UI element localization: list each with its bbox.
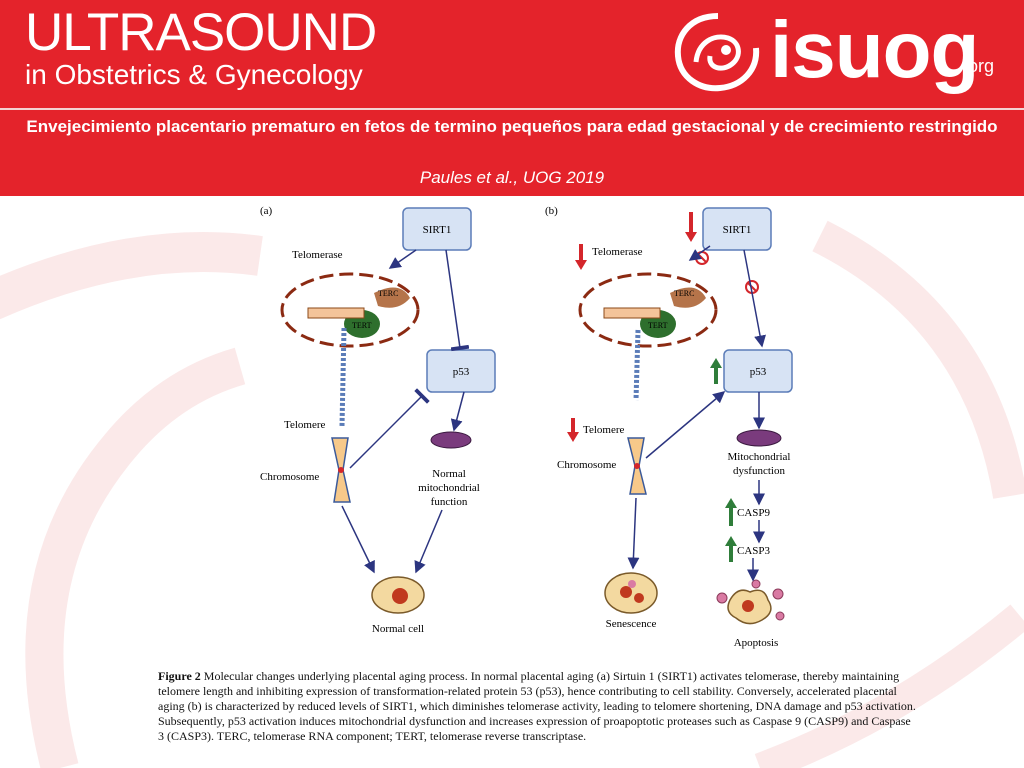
panel-a-terc-shape bbox=[374, 287, 410, 308]
isuog-logo-text: isuog bbox=[770, 5, 979, 94]
panel-b-casp9-label: CASP9 bbox=[737, 507, 771, 519]
panel-a-centromere bbox=[338, 467, 344, 473]
panel-b-centromere bbox=[634, 463, 640, 469]
panel-a-arrow-mito-cell bbox=[414, 509, 443, 574]
panel-a-label: (a) bbox=[260, 205, 273, 217]
panel-b-telomerase-label: Telomerase bbox=[592, 246, 643, 258]
panel-a-telomerase-complex bbox=[280, 272, 420, 348]
panel-a-terc-label: TERC bbox=[378, 289, 398, 298]
panel-b-chromosome-label: Chromosome bbox=[557, 459, 616, 471]
panel-a-inhibit-chromosome-p53 bbox=[349, 388, 430, 469]
panel-a-sirt1-label: SIRT1 bbox=[423, 224, 452, 236]
journal-header: ULTRASOUND in Obstetrics & Gynecology is… bbox=[0, 0, 1024, 108]
panel-a-p53-label: p53 bbox=[453, 366, 470, 378]
isuog-logo-suffix: .org bbox=[963, 56, 995, 76]
panel-a-tert-label: TERT bbox=[352, 321, 372, 330]
panel-a-mito-line3: function bbox=[431, 496, 468, 508]
placental-aging-figure: (a) SIRT1 Telomerase TERC TERT p53 Telom… bbox=[260, 205, 793, 649]
panel-b-arrow-sirt1-telomerase bbox=[688, 245, 711, 261]
panel-a-telomere-label: Telomere bbox=[284, 419, 325, 431]
panel-a-arrow-chromosome-cell bbox=[341, 505, 375, 574]
panel-a-mito-line1: Normal bbox=[432, 468, 466, 480]
panel-b-mito-line1: Mitochondrial bbox=[728, 451, 791, 463]
panel-a-cell-label: Normal cell bbox=[372, 623, 424, 635]
figure-caption-label: Figure 2 bbox=[158, 669, 201, 683]
panel-a-inhibit-sirt1-p53 bbox=[445, 249, 470, 352]
panel-a-telomere-ladder bbox=[339, 327, 347, 427]
figure-caption-text: Molecular changes underlying placental a… bbox=[158, 669, 916, 743]
panel-b-label: (b) bbox=[545, 205, 558, 217]
panel-b-telomere-ladder bbox=[633, 329, 641, 401]
slide-title-band: Envejecimiento placentario prematuro en … bbox=[0, 110, 1024, 196]
panel-b-terc-label: TERC bbox=[674, 289, 694, 298]
panel-a-telomerase-label: Telomerase bbox=[292, 249, 343, 261]
panel-b-mitochondrion bbox=[736, 429, 782, 447]
panel-a: (a) SIRT1 Telomerase TERC TERT p53 Telom… bbox=[260, 205, 496, 635]
panel-b-arrow-sirt1-p53 bbox=[743, 249, 766, 348]
panel-a-mito-line2: mitochondrial bbox=[418, 482, 480, 494]
panel-b-casp3-label: CASP3 bbox=[737, 545, 771, 557]
panel-b-dna-strand bbox=[603, 307, 661, 319]
panel-a-dna-strand bbox=[307, 307, 365, 319]
slide-title: Envejecimiento placentario prematuro en … bbox=[26, 117, 998, 136]
panel-b-telomerase-complex bbox=[578, 272, 718, 348]
slide-citation: Paules et al., UOG 2019 bbox=[419, 168, 605, 187]
panel-b-arrow-chromosome-senescence bbox=[627, 497, 640, 570]
panel-b-tert-label: TERT bbox=[648, 321, 668, 330]
background-swoosh bbox=[0, 220, 1024, 768]
panel-a-arrow-sirt1-telomerase bbox=[388, 249, 417, 269]
journal-title: ULTRASOUND bbox=[25, 3, 377, 62]
journal-subtitle: in Obstetrics & Gynecology bbox=[25, 59, 363, 90]
panel-b-sirt1-label: SIRT1 bbox=[723, 224, 752, 236]
panel-b-apoptosis-label: Apoptosis bbox=[734, 637, 779, 649]
panel-b: (b) SIRT1 Telomerase TERC TERT p53 bbox=[545, 205, 793, 649]
header-divider bbox=[0, 108, 1024, 110]
panel-a-mitochondrion bbox=[430, 431, 472, 449]
panel-a-cell-nucleus bbox=[392, 588, 408, 604]
panel-b-telomere-label: Telomere bbox=[583, 424, 624, 436]
panel-a-chromosome-label: Chromosome bbox=[260, 471, 319, 483]
panel-a-arrow-p53-mito bbox=[450, 391, 465, 432]
panel-b-mito-line2: dysfunction bbox=[733, 465, 785, 477]
isuog-logo-icon bbox=[674, 13, 760, 92]
panel-b-p53-box bbox=[723, 349, 793, 393]
panel-b-senescence-label: Senescence bbox=[606, 618, 657, 630]
panel-b-p53-label: p53 bbox=[750, 366, 767, 378]
panel-b-arrow-chromosome-p53 bbox=[645, 391, 726, 459]
panel-a-sirt1-box bbox=[402, 207, 472, 251]
panel-b-sirt1-box bbox=[702, 207, 772, 251]
panel-b-terc-shape bbox=[670, 287, 706, 308]
figure-caption: Figure 2 Molecular changes underlying pl… bbox=[158, 669, 918, 744]
